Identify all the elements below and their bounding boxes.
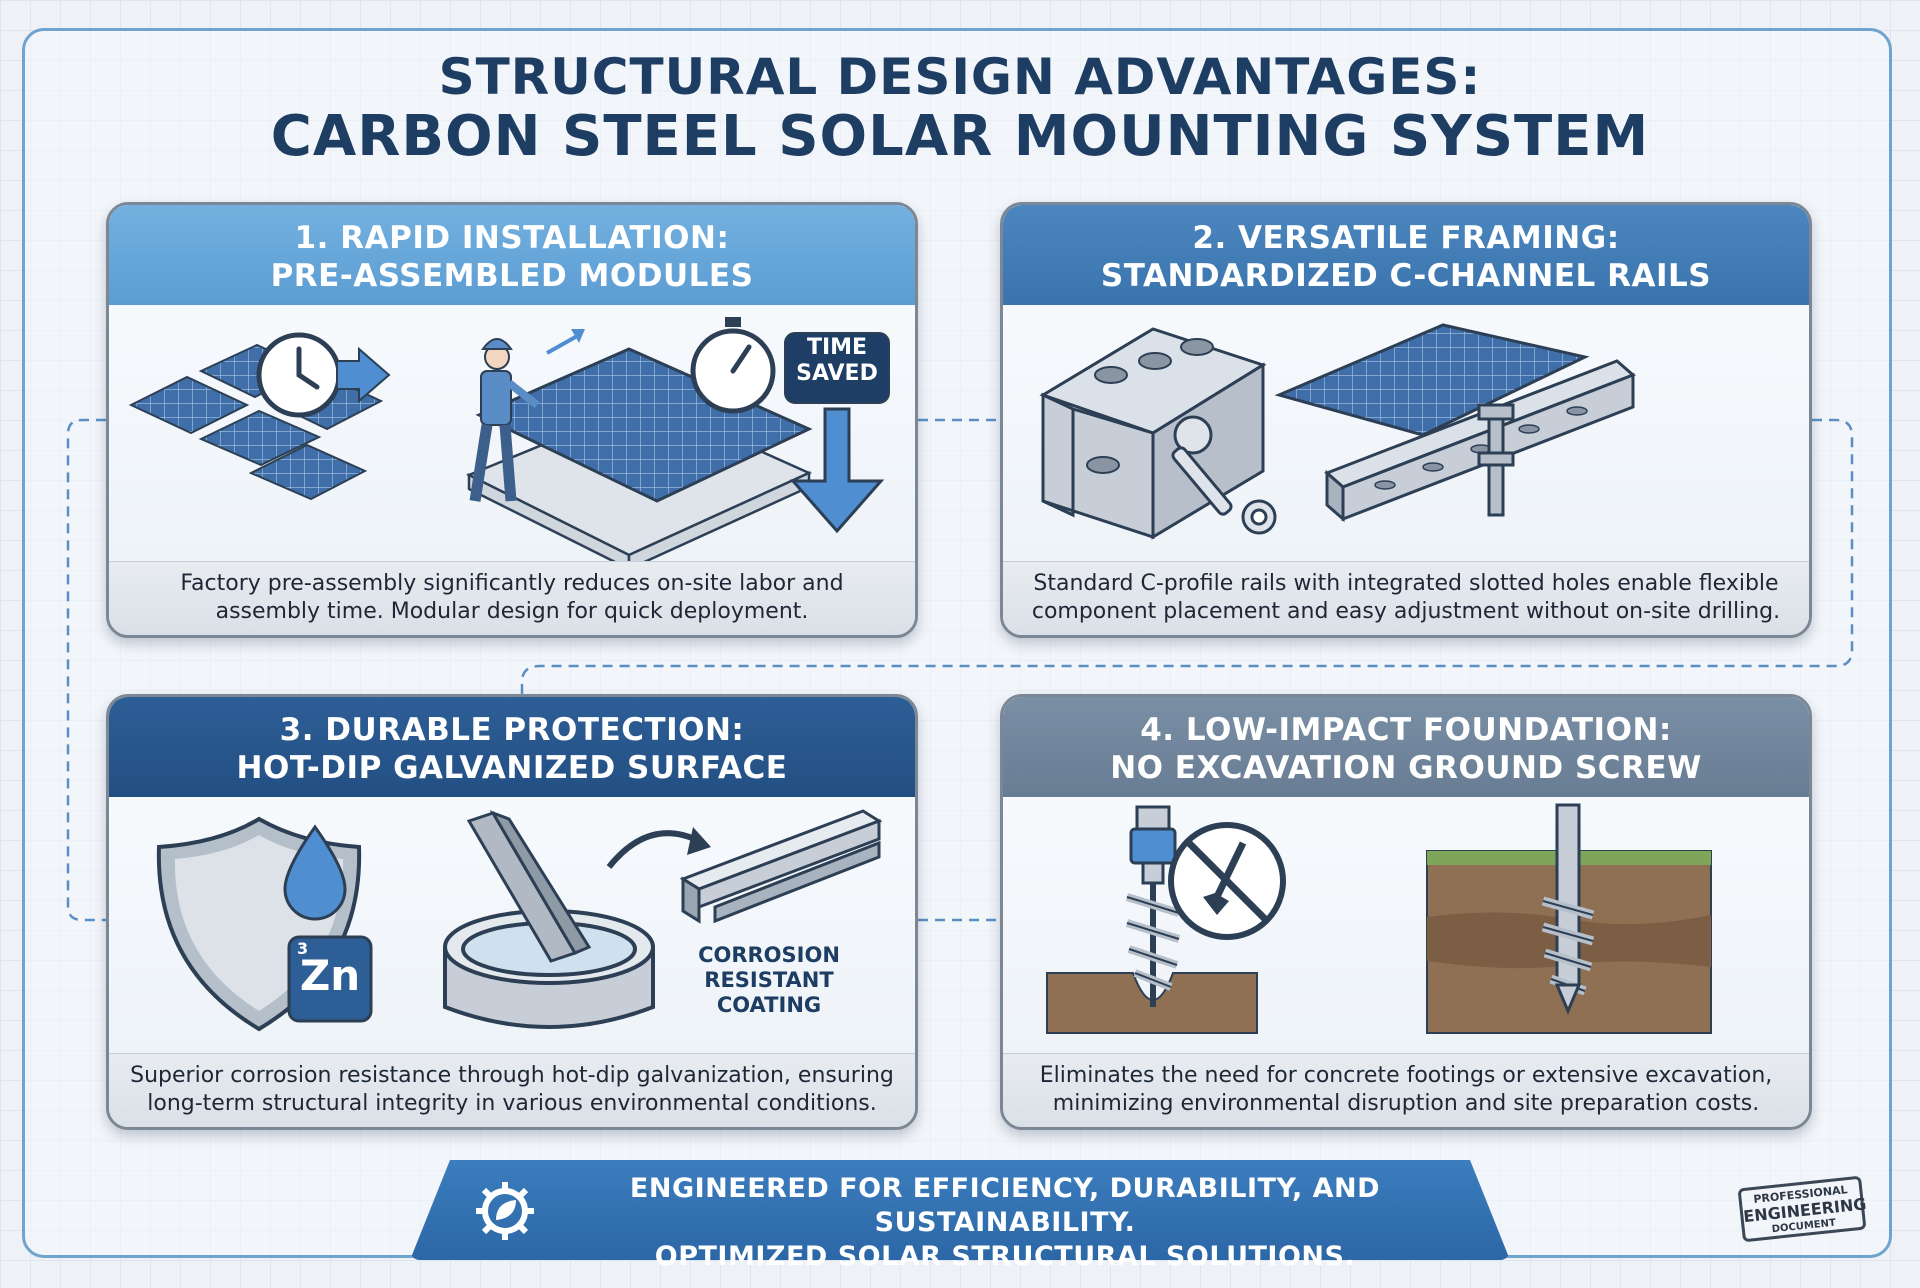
panel-heading-line1: 3. DURABLE PROTECTION: (279, 712, 745, 748)
panel-heading-line1: 2. VERSATILE FRAMING: (1192, 220, 1620, 256)
panel-illustration (1003, 305, 1809, 561)
banner-line2: OPTIMIZED SOLAR STRUCTURAL SOLUTIONS. (654, 1241, 1356, 1272)
element-symbol: Zn (299, 951, 361, 1000)
description-line2: long-term structural integrity in variou… (147, 1091, 877, 1116)
panel-description: Eliminates the need for concrete footing… (1003, 1053, 1809, 1127)
panel-versatile-framing: 2. VERSATILE FRAMING: STANDARDIZED C-CHA… (1000, 202, 1812, 638)
panel-heading-line1: 4. LOW-IMPACT FOUNDATION: (1140, 712, 1672, 748)
description-line2: component placement and easy adjustment … (1031, 599, 1781, 624)
panel-illustration: TIME SAVED (109, 305, 915, 561)
badge-line2: SAVED (796, 361, 878, 386)
arrow-down-icon (789, 407, 885, 534)
coating-line3: COATING (716, 993, 822, 1017)
description-line2: assembly time. Modular design for quick … (215, 599, 809, 624)
page-title-line2: CARBON STEEL SOLAR MOUNTING SYSTEM (270, 104, 1650, 169)
badge-line1: TIME (806, 335, 868, 360)
description-line1: Factory pre-assembly significantly reduc… (180, 571, 844, 596)
panel-description: Factory pre-assembly significantly reduc… (109, 561, 915, 635)
panel-heading-line2: PRE-ASSEMBLED MODULES (270, 258, 754, 294)
c-channel-illustration (1039, 323, 1636, 540)
banner-line1: ENGINEERED FOR EFFICIENCY, DURABILITY, A… (629, 1173, 1381, 1238)
coating-line2: RESISTANT (704, 968, 834, 992)
no-dig-icon (1168, 822, 1286, 940)
stopwatch-icon (690, 317, 776, 414)
coating-label: CORROSION RESISTANT COATING (669, 943, 869, 1018)
galvanizing-illustration (156, 809, 883, 1032)
description-line1: Eliminates the need for concrete footing… (1039, 1063, 1773, 1088)
panel-heading-line2: STANDARDIZED C-CHANNEL RAILS (1100, 258, 1712, 294)
panel-description: Standard C-profile rails with integrated… (1003, 561, 1809, 635)
gear-leaf-icon (476, 1182, 534, 1240)
panel-illustration (1003, 797, 1809, 1053)
panel-low-impact-foundation: 4. LOW-IMPACT FOUNDATION: NO EXCAVATION … (1000, 694, 1812, 1130)
coating-line1: CORROSION (698, 943, 840, 967)
panel-durable-protection: 3. DURABLE PROTECTION: HOT-DIP GALVANIZE… (106, 694, 918, 1130)
wrench-icon (1171, 415, 1277, 535)
panel-illustration: 3 Zn CORROSION RESISTANT COATING (109, 797, 915, 1053)
panel-heading-line2: NO EXCAVATION GROUND SCREW (1110, 750, 1702, 786)
panel-heading-line2: HOT-DIP GALVANIZED SURFACE (236, 750, 788, 786)
water-drop-icon (283, 824, 347, 921)
footer-banner (410, 1160, 1510, 1260)
panel-heading-line1: 1. RAPID INSTALLATION: (294, 220, 730, 256)
description-line2: minimizing environmental disruption and … (1052, 1091, 1760, 1116)
description-line1: Standard C-profile rails with integrated… (1033, 571, 1779, 596)
page-title-line1: STRUCTURAL DESIGN ADVANTAGES: (438, 48, 1482, 106)
time-saved-badge: TIME SAVED (785, 335, 889, 387)
banner-text: ENGINEERED FOR EFFICIENCY, DURABILITY, A… (540, 1172, 1470, 1274)
panel-header: 2. VERSATILE FRAMING: STANDARDIZED C-CHA… (1003, 205, 1809, 305)
clock-icon (256, 332, 391, 418)
element-number: 3 (297, 939, 309, 958)
panel-header: 3. DURABLE PROTECTION: HOT-DIP GALVANIZE… (109, 697, 915, 797)
panel-header: 4. LOW-IMPACT FOUNDATION: NO EXCAVATION … (1003, 697, 1809, 797)
modules-illustration (128, 317, 890, 561)
description-line1: Superior corrosion resistance through ho… (130, 1063, 894, 1088)
panel-header: 1. RAPID INSTALLATION: PRE-ASSEMBLED MOD… (109, 205, 915, 305)
ground-screw-illustration (1046, 803, 1712, 1034)
panel-description: Superior corrosion resistance through ho… (109, 1053, 915, 1127)
panel-rapid-installation: 1. RAPID INSTALLATION: PRE-ASSEMBLED MOD… (106, 202, 918, 638)
worker-icon (469, 338, 540, 502)
